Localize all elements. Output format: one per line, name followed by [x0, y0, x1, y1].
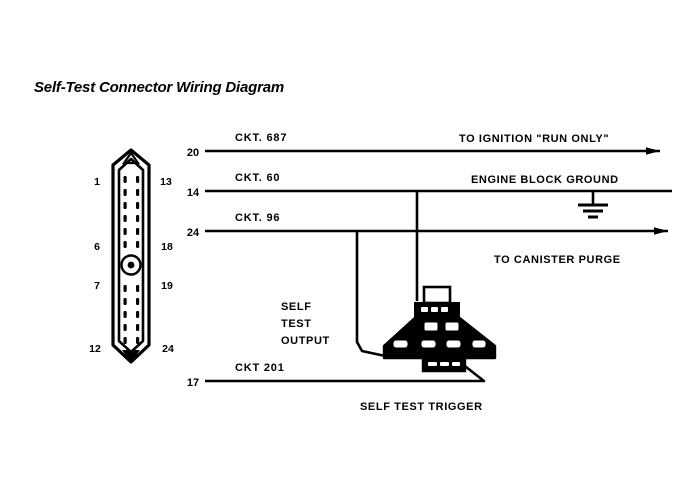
- callout-self-test-output: SELF TEST OUTPUT: [281, 301, 330, 347]
- terminal-number-20: 20: [187, 147, 199, 159]
- connector-center-dot-icon: [127, 261, 135, 269]
- arrowhead-ckt-96-icon: [654, 227, 668, 235]
- connector-pin-label-left-1: 1: [94, 176, 100, 188]
- connector-center-ring-icon: [120, 254, 142, 276]
- ground-symbol-icon: [578, 191, 608, 219]
- connector-pin-label-right-24: 24: [162, 343, 174, 355]
- destination-label-engine-block-ground: ENGINE BLOCK GROUND: [471, 174, 619, 186]
- connector-pin-label-left-7: 7: [94, 280, 100, 292]
- callout-self-test-output-line-2: TEST: [281, 318, 312, 330]
- self-test-connector-top-tab: [422, 285, 452, 305]
- circuit-label-96: CKT. 96: [235, 212, 280, 224]
- arrowhead-ckt-687-icon: [646, 147, 660, 155]
- destination-label-canister-purge: TO CANISTER PURGE: [494, 254, 621, 266]
- circuit-label-60: CKT. 60: [235, 172, 280, 184]
- connector-pin-label-right-19: 19: [161, 280, 173, 292]
- self-test-connector-bottom-cavities: [428, 362, 460, 366]
- connector-bottom-key-icon: [122, 350, 140, 363]
- destination-label-ignition-run-only: TO IGNITION "RUN ONLY": [459, 133, 609, 145]
- circuit-ckt-60: 14 CKT. 60 ENGINE BLOCK GROUND: [187, 172, 672, 301]
- callout-self-test-trigger-label: SELF TEST TRIGGER: [360, 401, 483, 413]
- connector-body: 1 6 7 12 13 18 19 24: [89, 148, 174, 364]
- connector-pin-label-left-12: 12: [89, 343, 101, 355]
- self-test-connector-shell: [382, 314, 497, 360]
- callout-self-test-output-line-3: OUTPUT: [281, 335, 330, 347]
- callout-self-test-trigger: SELF TEST TRIGGER: [360, 401, 483, 413]
- terminal-number-24: 24: [187, 227, 200, 239]
- circuit-label-687: CKT. 687: [235, 132, 287, 144]
- terminal-number-17: 17: [187, 377, 199, 389]
- circuit-label-201: CKT 201: [235, 362, 285, 374]
- connector-pin-label-right-18: 18: [161, 241, 173, 253]
- self-test-connector-top-cavities: [421, 307, 448, 312]
- self-test-connector-block: [382, 285, 497, 373]
- page-title: Self-Test Connector Wiring Diagram: [34, 79, 285, 96]
- self-test-connector-upper-cavities: [423, 321, 460, 332]
- connector-pin-label-right-13: 13: [160, 176, 172, 188]
- connector-pin-label-left-6: 6: [94, 241, 100, 253]
- circuit-ckt-687: 20 CKT. 687 TO IGNITION "RUN ONLY": [187, 132, 660, 159]
- connector-outer-shell: [111, 148, 151, 364]
- connector-cavity-column-left-lower: [123, 285, 127, 344]
- connector-cavity-column-right-upper: [136, 176, 140, 248]
- terminal-number-14: 14: [187, 187, 200, 199]
- connector-inner-shell: [117, 157, 145, 354]
- callout-self-test-output-line-1: SELF: [281, 301, 312, 313]
- connector-cavity-column-right-lower: [136, 285, 140, 344]
- self-test-connector-lower-cavities: [392, 339, 487, 349]
- connector-top-key-icon: [121, 151, 141, 165]
- connector-cavity-column-left-upper: [123, 176, 127, 248]
